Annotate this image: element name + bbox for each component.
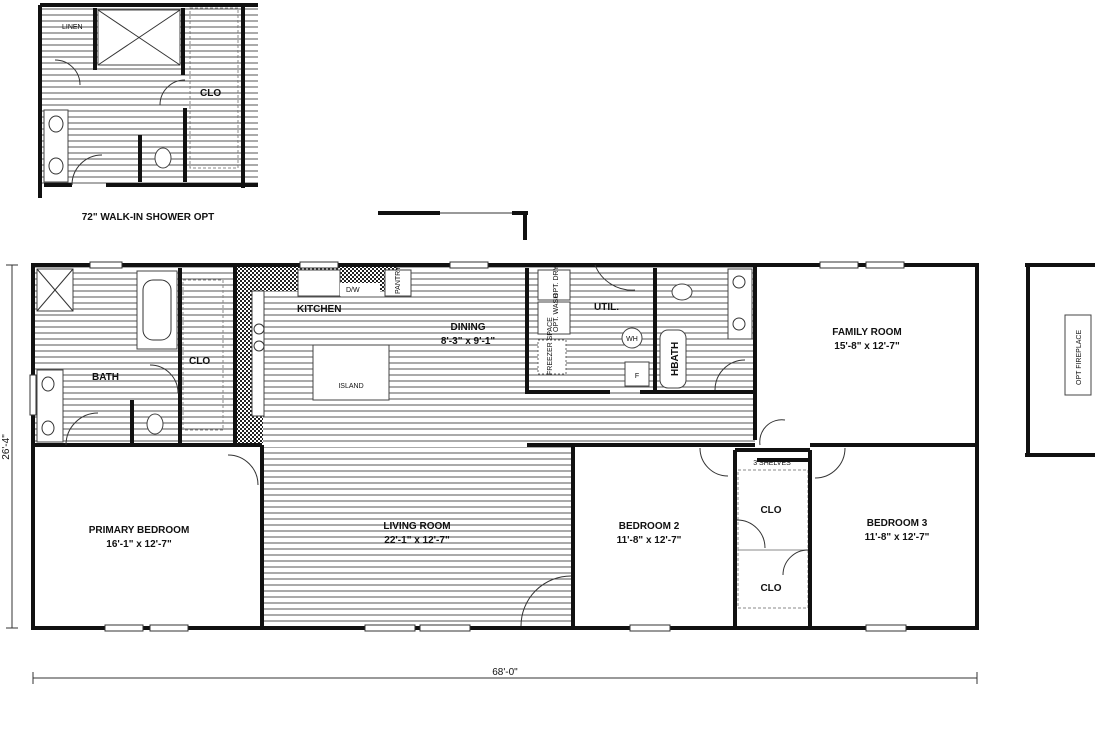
sink: [297, 269, 341, 297]
bath-label: BATH: [92, 372, 119, 383]
bathtub: [136, 270, 178, 350]
bedroom2-label: BEDROOM 2: [619, 521, 680, 532]
inset-caption: 72" WALK-IN SHOWER OPT: [82, 212, 215, 223]
washer-label: OPT. WASH: [553, 294, 560, 332]
primary-bedroom-size: 16'-1" x 12'-7": [106, 539, 172, 550]
bedroom2-size: 11'-8" x 12'-7": [617, 535, 682, 546]
water-heater-label: WH: [626, 336, 638, 343]
walk-in-shower-option-inset: LINEN CLO 72" WALK-IN SHOWER OPT: [38, 3, 258, 223]
depth-dimension: 26'-4": [1, 434, 12, 460]
main-floor: D/W PANTRY ISLAND OPT. DRY OPT. WASH FRE…: [29, 261, 979, 632]
dishwasher-label: D/W: [346, 287, 360, 294]
island: [312, 344, 390, 401]
bedroom3-size: 11'-8" x 12'-7": [865, 532, 930, 543]
shelves-label: 3 SHELVES: [753, 460, 791, 467]
half-bath-label: HBATH: [670, 342, 681, 376]
bath-closet-label: CLO: [189, 356, 210, 367]
dimension-lines: 26'-4" 68'-0": [1, 264, 978, 684]
family-room-size: 15'-8" x 12'-7": [834, 341, 900, 352]
bedroom3-label: BEDROOM 3: [867, 518, 928, 529]
kitchen-label: KITCHEN: [297, 304, 341, 315]
vanity: [36, 369, 64, 443]
closet-a-label: CLO: [760, 505, 781, 516]
living-room-label: LIVING ROOM: [383, 521, 450, 532]
half-bath-tub: [659, 329, 687, 389]
freezer-label: FREEZER SPACE: [547, 317, 554, 375]
family-room-label: FAMILY ROOM: [832, 327, 901, 338]
island-label: ISLAND: [338, 383, 363, 390]
vanity: [43, 109, 69, 183]
width-dimension: 68'-0": [492, 667, 518, 678]
toilet-icon: [671, 283, 693, 301]
furnace: [624, 361, 650, 387]
dining-size: 8'-3" x 9'-1": [441, 336, 496, 347]
living-room-floor: [264, 447, 572, 626]
utility-label: UTIL.: [594, 302, 619, 313]
dryer-label: OPT. DRY: [553, 266, 560, 298]
porch-stub: [378, 211, 528, 240]
windows: [29, 261, 907, 632]
fireplace-label: OPT FIREPLACE: [1076, 330, 1083, 385]
toilet-icon: [146, 413, 164, 435]
dining-label: DINING: [451, 322, 486, 333]
primary-bedroom-label: PRIMARY BEDROOM: [89, 525, 190, 536]
inset-closet-label: CLO: [200, 88, 221, 99]
pantry-label: PANTRY: [395, 266, 402, 294]
furnace-label: F: [635, 373, 639, 380]
optional-fireplace: OPT FIREPLACE: [1025, 263, 1095, 457]
linen-label: LINEN: [62, 24, 83, 31]
toilet-icon: [154, 147, 172, 169]
water-heater: [621, 327, 643, 349]
closet-b-label: CLO: [760, 583, 781, 594]
living-room-size: 22'-1" x 12'-7": [384, 535, 450, 546]
